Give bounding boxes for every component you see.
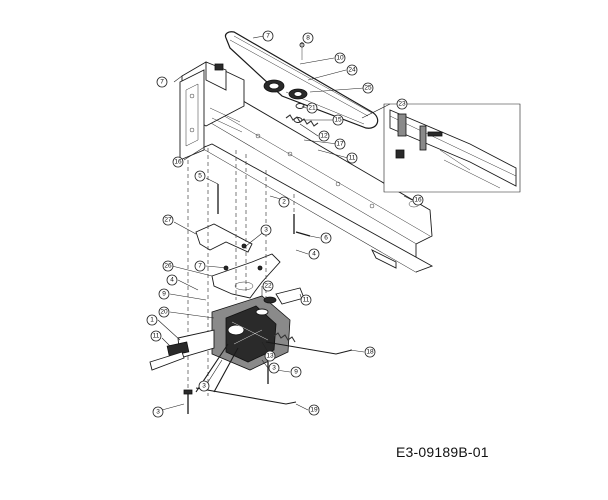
- callout: 15: [332, 114, 344, 126]
- callout: 3: [260, 224, 272, 236]
- svg-text:3: 3: [264, 227, 268, 234]
- callout: 20: [158, 306, 170, 318]
- svg-text:10: 10: [336, 55, 344, 62]
- callout: 11: [346, 152, 358, 164]
- callout: 16: [172, 156, 184, 168]
- svg-text:4: 4: [312, 251, 316, 258]
- callout: 3: [198, 380, 210, 392]
- svg-text:6: 6: [324, 235, 328, 242]
- callout: 5: [194, 170, 206, 182]
- svg-text:12: 12: [320, 133, 328, 140]
- callout: 2: [278, 196, 290, 208]
- callout: 22: [262, 280, 274, 292]
- svg-text:20: 20: [160, 309, 168, 316]
- callout: 3: [268, 362, 280, 374]
- leader-lines: [157, 35, 413, 411]
- svg-text:16: 16: [414, 197, 422, 204]
- callout: 24: [346, 64, 358, 76]
- svg-text:9: 9: [294, 369, 298, 376]
- transmission: [149, 287, 305, 371]
- svg-text:24: 24: [348, 67, 356, 74]
- svg-text:1: 1: [150, 317, 154, 324]
- callout: 10: [334, 52, 346, 64]
- callout: 3: [152, 406, 164, 418]
- callout: 27: [162, 214, 174, 226]
- svg-text:27: 27: [164, 217, 172, 224]
- svg-text:21: 21: [308, 105, 316, 112]
- svg-text:11: 11: [153, 333, 160, 340]
- svg-text:23: 23: [398, 101, 406, 108]
- svg-text:3: 3: [156, 409, 160, 416]
- svg-text:19: 19: [310, 407, 318, 414]
- callout: 18: [364, 346, 376, 358]
- callout: 23: [396, 98, 408, 110]
- callouts: 7 7 8 10 24 25 21 23 15 12 17 11 16 5 2 …: [146, 30, 424, 418]
- svg-text:5: 5: [198, 173, 202, 180]
- pulley-assembly: [263, 42, 308, 123]
- frame-bracket: [179, 61, 245, 161]
- callout: 1: [146, 314, 158, 326]
- callout: 4: [308, 248, 320, 260]
- svg-text:7: 7: [160, 79, 164, 86]
- callout: 12: [318, 130, 330, 142]
- svg-text:7: 7: [266, 33, 270, 40]
- svg-text:9: 9: [162, 291, 166, 298]
- callout: 9: [158, 288, 170, 300]
- svg-text:17: 17: [336, 141, 344, 148]
- callout: 11: [150, 330, 162, 342]
- svg-text:8: 8: [306, 35, 310, 42]
- svg-text:11: 11: [303, 297, 310, 304]
- callout: 25: [362, 82, 374, 94]
- svg-text:26: 26: [164, 263, 172, 270]
- bolts: [183, 184, 311, 414]
- svg-text:22: 22: [264, 283, 272, 290]
- svg-text:4: 4: [170, 277, 174, 284]
- svg-text:16: 16: [174, 159, 182, 166]
- callout: 7: [156, 76, 168, 88]
- inset-detail: [383, 103, 521, 193]
- frame-rail: [199, 83, 434, 273]
- svg-text:13: 13: [266, 353, 274, 360]
- svg-text:3: 3: [272, 365, 276, 372]
- spring: [285, 114, 319, 127]
- callout: 4: [166, 274, 178, 286]
- svg-text:3: 3: [202, 383, 206, 390]
- callout: 16: [412, 194, 424, 206]
- svg-text:25: 25: [364, 85, 372, 92]
- callout: 7: [194, 260, 206, 272]
- callout: 19: [308, 404, 320, 416]
- callout: 8: [302, 32, 314, 44]
- callout: 11: [300, 294, 312, 306]
- callout: 13: [264, 350, 276, 362]
- callout: 21: [306, 102, 318, 114]
- callout: 9: [290, 366, 302, 378]
- svg-text:11: 11: [349, 155, 356, 162]
- callout: 17: [334, 138, 346, 150]
- svg-text:2: 2: [282, 199, 286, 206]
- svg-text:15: 15: [334, 117, 342, 124]
- callout: 7: [262, 30, 274, 42]
- svg-text:7: 7: [198, 263, 202, 270]
- callout: 26: [162, 260, 174, 272]
- drawing-id: E3-09189B-01: [396, 444, 489, 460]
- callout: 6: [320, 232, 332, 244]
- svg-text:18: 18: [366, 349, 374, 356]
